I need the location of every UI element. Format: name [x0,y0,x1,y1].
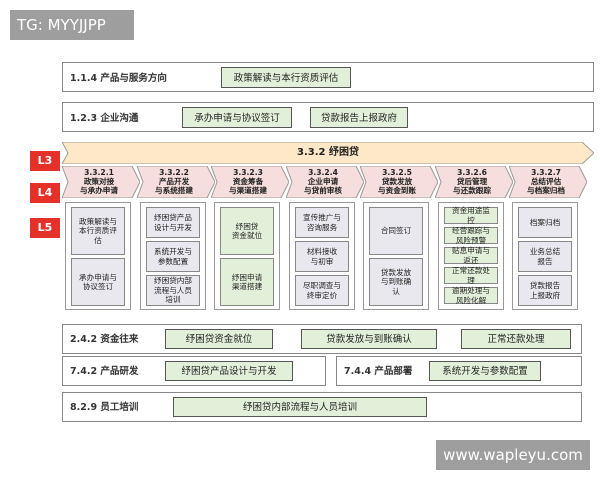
row-label: 2.4.2 资金往来 [70,334,139,345]
level-tag-l3: L3 [30,151,60,171]
row-8-2-9: 8.2.9 员工培训 纾困贷内部流程与人员培训 [62,392,582,422]
l5-column: 资金用途监 控经营跟踪与 风险预警贴息申请与 返还正常还款处 理逾期处理与 风险… [438,202,504,310]
l5-column: 宣传推广与 咨询服务材料接收 与初审尽职调查与 终审定价 [289,202,355,310]
l5-activity-box[interactable]: 档案归档 [518,207,572,238]
row-7-4-2: 7.4.2 产品研发 纾困贷产品设计与开发 [62,356,326,386]
l5-activity-box[interactable]: 宣传推广与 咨询服务 [295,207,349,238]
l4-title[interactable]: 3.3.2.3 资金筹备 与渠道搭建 [229,168,267,195]
row-label: 8.2.9 员工培训 [70,402,139,413]
l5-activity-box[interactable]: 正常还款处 理 [444,266,498,285]
row-label: 1.2.3 企业沟通 [70,113,139,124]
l5-activity-box[interactable]: 资金用途监 控 [444,206,498,225]
l5-activity-box[interactable]: 系统开发与 参数配置 [146,241,200,272]
l4-title[interactable]: 3.3.2.4 企业申请 与贷前审核 [304,168,342,195]
row-2-4-2: 2.4.2 资金往来 纾困贷资金就位 贷款发放与到账确认 正常还款处理 [62,324,582,354]
l3-banner-arrow [62,142,594,164]
l4-title[interactable]: 3.3.2.6 贷后管理 与还款跟踪 [453,168,491,195]
l5-activity-box[interactable]: 贴息申请与 返还 [444,246,498,265]
row-1-1-4: 1.1.4 产品与服务方向 政策解读与本行资质评估 [62,62,594,92]
l4-header-arrow [286,166,364,198]
process-box[interactable]: 贷款发放与到账确认 [301,329,437,349]
row-1-2-3: 1.2.3 企业沟通 承办申请与协议签订 贷款报告上报政府 [62,102,594,132]
l4-title[interactable]: 3.3.2.1 政策对接 与承办申请 [80,168,118,195]
l5-column: 合同签订贷款发放 与到账确 认 [363,202,429,310]
process-box[interactable]: 纾困贷内部流程与人员培训 [173,397,427,417]
level-tag-l4: L4 [30,183,60,203]
process-box[interactable]: 贷款报告上报政府 [310,107,408,128]
l5-activity-box[interactable]: 纾困贷产品 设计与开发 [146,207,200,238]
l4-columns: 3.3.2.1 政策对接 与承办申请政策解读与 本行资质评 估承办申请与 协议签… [62,166,594,312]
row-label: 1.1.4 产品与服务方向 [70,73,167,84]
l5-activity-box[interactable]: 贷款发放 与到账确 认 [369,258,423,306]
l5-activity-box[interactable]: 纾困贷 资金就位 [220,207,274,255]
process-box[interactable]: 纾困贷资金就位 [165,329,273,349]
l5-activity-box[interactable]: 纾困贷内部 流程与人员 培训 [146,275,200,306]
l5-activity-box[interactable]: 纾困申请 渠道搭建 [220,258,274,306]
l4-header-arrow [211,166,289,198]
l4-header-arrow [62,166,140,198]
process-box[interactable]: 系统开发与参数配置 [429,361,541,381]
row-7-4-4: 7.4.4 产品部署 系统开发与参数配置 [336,356,582,386]
process-box[interactable]: 承办申请与协议签订 [182,107,292,128]
l5-activity-box[interactable]: 逾期处理与 风险化解 [444,286,498,305]
l4-title[interactable]: 3.3.2.7 总结评估 与档案归档 [527,168,565,195]
level-tag-l5: L5 [30,218,60,238]
process-box[interactable]: 政策解读与本行资质评估 [221,67,351,88]
l5-activity-box[interactable]: 政策解读与 本行资质评 估 [71,207,125,255]
l4-header-arrow [435,166,513,198]
l5-activity-box[interactable]: 合同签订 [369,207,423,255]
l5-column: 纾困贷 资金就位纾困申请 渠道搭建 [214,202,280,310]
watermark-top: TG: MYYJJPP [10,10,134,40]
l5-column: 纾困贷产品 设计与开发系统开发与 参数配置纾困贷内部 流程与人员 培训 [140,202,206,310]
l5-activity-box[interactable]: 材料接收 与初审 [295,241,349,272]
l4-header-arrow [360,166,438,198]
row-label: 7.4.2 产品研发 [70,366,139,377]
l3-title: 3.3.2 纾困贷 [297,147,359,158]
l5-activity-box[interactable]: 承办申请与 协议签订 [71,258,125,306]
l4-title[interactable]: 3.3.2.5 贷款发放 与资金到账 [378,168,416,195]
l4-header-arrow [509,166,587,198]
l4-header-arrow [137,166,215,198]
process-box[interactable]: 正常还款处理 [461,329,571,349]
l5-column: 政策解读与 本行资质评 估承办申请与 协议签订 [65,202,131,310]
l4-title[interactable]: 3.3.2.2 产品开发 与系统搭建 [155,168,193,195]
process-box[interactable]: 纾困贷产品设计与开发 [165,361,293,381]
l5-column: 档案归档业务总结 报告贷款报告 上报政府 [512,202,578,310]
l5-activity-box[interactable]: 业务总结 报告 [518,241,572,272]
l5-activity-box[interactable]: 贷款报告 上报政府 [518,275,572,306]
l5-activity-box[interactable]: 尽职调查与 终审定价 [295,275,349,306]
watermark-bottom: www.wapleyu.com [436,440,590,470]
row-label: 7.4.4 产品部署 [344,366,413,377]
l5-activity-box[interactable]: 经营跟踪与 风险预警 [444,226,498,245]
l3-banner: 3.3.2 纾困贷 [62,142,594,164]
